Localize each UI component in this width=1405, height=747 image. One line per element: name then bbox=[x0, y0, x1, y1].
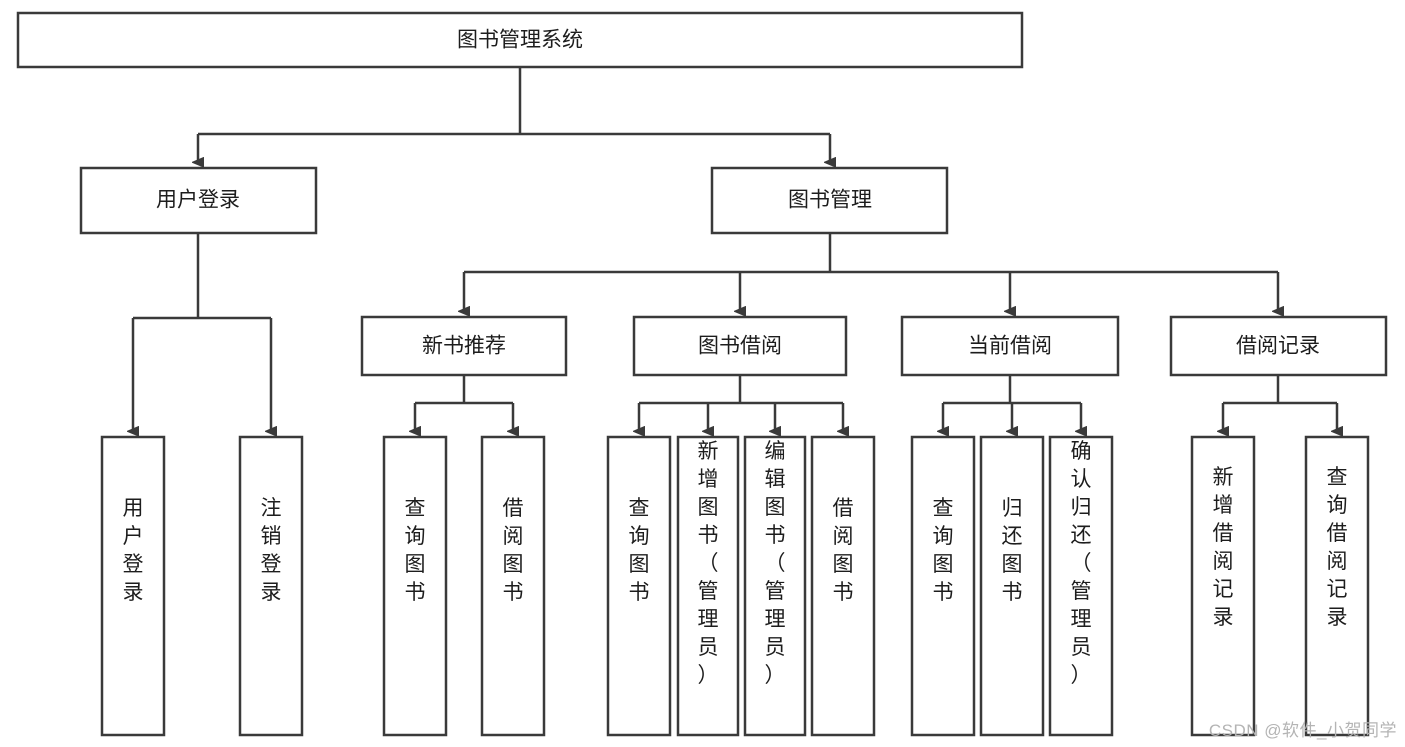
connector-group-book-manage bbox=[464, 233, 1278, 311]
node-borrow-record-label: 借阅记录 bbox=[1236, 335, 1320, 358]
leaf-node[interactable]: 借阅图书 bbox=[810, 435, 876, 737]
leaf-book-borrow-2-label: 编辑图书（管理员） bbox=[765, 440, 786, 687]
leaf-node[interactable]: 查询借阅记录 bbox=[1304, 435, 1370, 737]
node-new-book-recommend[interactable]: 新书推荐 bbox=[360, 315, 568, 377]
leaf-current-borrow-0-box[interactable] bbox=[910, 435, 976, 737]
node-root[interactable]: 图书管理系统 bbox=[16, 11, 1024, 69]
leaf-book-borrow-3-box[interactable] bbox=[810, 435, 876, 737]
node-book-borrow[interactable]: 图书借阅 bbox=[632, 315, 848, 377]
leaf-current-borrow-1-label: 归还图书 bbox=[1002, 497, 1023, 604]
node-root-box[interactable] bbox=[16, 11, 1024, 69]
leaf-book-borrow-2-box[interactable] bbox=[743, 435, 807, 737]
leaf-borrow-record-1-label: 查询借阅记录 bbox=[1327, 466, 1348, 629]
node-book-borrow-box[interactable] bbox=[632, 315, 848, 377]
node-book-manage-box[interactable] bbox=[710, 166, 949, 235]
node-current-borrow-box[interactable] bbox=[900, 315, 1120, 377]
leaf-node[interactable]: 确认归还（管理员） bbox=[1048, 435, 1114, 737]
leaf-new-book-1-label: 借阅图书 bbox=[503, 497, 524, 604]
node-book-borrow-label: 图书借阅 bbox=[698, 335, 782, 358]
leaf-user-login-1-label: 注销登录 bbox=[261, 497, 282, 604]
leaf-borrow-record-0-label: 新增借阅记录 bbox=[1213, 466, 1234, 629]
node-user-login[interactable]: 用户登录 bbox=[79, 166, 318, 235]
node-borrow-record[interactable]: 借阅记录 bbox=[1169, 315, 1388, 377]
node-current-borrow[interactable]: 当前借阅 bbox=[900, 315, 1120, 377]
leaf-node[interactable]: 新增借阅记录 bbox=[1190, 435, 1256, 737]
leaf-node[interactable]: 编辑图书（管理员） bbox=[743, 435, 807, 737]
leaf-book-borrow-0-box[interactable] bbox=[606, 435, 672, 737]
leaf-node[interactable]: 查询图书 bbox=[910, 435, 976, 737]
node-root-label: 图书管理系统 bbox=[457, 29, 583, 52]
node-book-manage-label: 图书管理 bbox=[788, 189, 872, 212]
node-borrow-record-box[interactable] bbox=[1169, 315, 1388, 377]
leaf-book-borrow-0-label: 查询图书 bbox=[629, 497, 650, 604]
node-current-borrow-label: 当前借阅 bbox=[968, 335, 1052, 358]
connector-group-book-borrow bbox=[639, 375, 843, 431]
leaf-book-borrow-1-label: 新增图书（管理员） bbox=[698, 440, 719, 687]
leaf-new-book-1-box[interactable] bbox=[480, 435, 546, 737]
leaf-user-login-0-label: 用户登录 bbox=[123, 497, 144, 604]
connector-group-root bbox=[198, 67, 830, 162]
node-new-book-recommend-box[interactable] bbox=[360, 315, 568, 377]
leaf-node[interactable]: 查询图书 bbox=[606, 435, 672, 737]
leaf-new-book-0-label: 查询图书 bbox=[405, 497, 426, 604]
leaf-user-login-0-box[interactable] bbox=[100, 435, 166, 737]
connector-group-borrow-record bbox=[1223, 375, 1337, 431]
leaf-borrow-record-1-box[interactable] bbox=[1304, 435, 1370, 737]
connector-group-new-book bbox=[415, 375, 513, 431]
node-book-manage[interactable]: 图书管理 bbox=[710, 166, 949, 235]
leaf-node[interactable]: 归还图书 bbox=[979, 435, 1045, 737]
leaf-current-borrow-1-box[interactable] bbox=[979, 435, 1045, 737]
leaf-node[interactable]: 查询图书 bbox=[382, 435, 448, 737]
leaf-node[interactable]: 用户登录 bbox=[100, 435, 166, 737]
leaf-new-book-0-box[interactable] bbox=[382, 435, 448, 737]
connector-group-current-borrow bbox=[943, 375, 1081, 431]
leaf-node[interactable]: 借阅图书 bbox=[480, 435, 546, 737]
leaf-current-borrow-0-label: 查询图书 bbox=[933, 497, 954, 604]
node-new-book-recommend-label: 新书推荐 bbox=[422, 335, 506, 358]
node-user-login-label: 用户登录 bbox=[156, 189, 240, 212]
leaf-user-login-1-box[interactable] bbox=[238, 435, 304, 737]
connector-group-user-login bbox=[133, 233, 271, 431]
leaf-node[interactable]: 新增图书（管理员） bbox=[676, 435, 740, 737]
leaf-node[interactable]: 注销登录 bbox=[238, 435, 304, 737]
leaf-book-borrow-1-box[interactable] bbox=[676, 435, 740, 737]
leaf-borrow-record-0-box[interactable] bbox=[1190, 435, 1256, 737]
leaf-current-borrow-2-box[interactable] bbox=[1048, 435, 1114, 737]
leaf-current-borrow-2-label: 确认归还（管理员） bbox=[1071, 440, 1092, 687]
node-user-login-box[interactable] bbox=[79, 166, 318, 235]
leaf-book-borrow-3-label: 借阅图书 bbox=[833, 497, 854, 604]
